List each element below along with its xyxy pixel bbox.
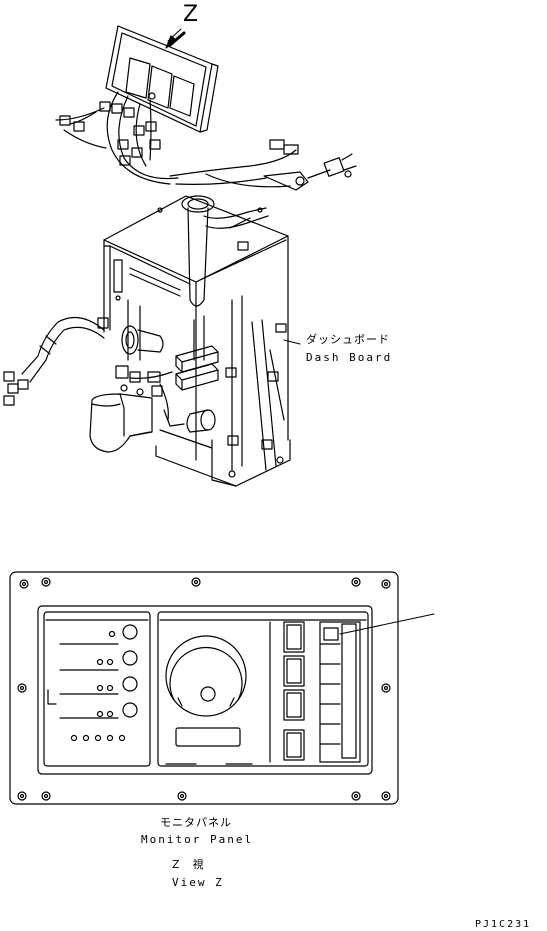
bar-indicators: [283, 621, 361, 763]
monitor-panel-label-en: Monitor Panel: [141, 833, 254, 846]
monitor-panel-oblique: [105, 25, 219, 133]
lamp-module: [43, 611, 151, 767]
dash-board-box: [103, 195, 291, 487]
monitor-harness: [55, 91, 297, 188]
view-z-arrow: [165, 28, 186, 49]
dash-board-label-en: Dash Board: [306, 351, 393, 364]
vertical-duct: [181, 195, 269, 361]
key-switch-branch: [263, 139, 357, 191]
blower-duct: [89, 365, 173, 453]
harness-connectors: [59, 101, 161, 166]
view-z-label-en: View Z: [172, 876, 224, 889]
dash-board-label-jp: ダッシュボード: [306, 333, 390, 346]
dash-board-assembly: [3, 25, 357, 487]
buzzer: [163, 409, 216, 433]
drawing-code: PJ1C231: [475, 919, 532, 930]
panel-leader: [339, 613, 435, 635]
grommet: [121, 325, 164, 355]
view-z-marker: Z: [183, 2, 199, 27]
gauge-module: [157, 611, 369, 767]
mounting-bolts: [17, 577, 391, 801]
dash-board-leader: [283, 339, 301, 345]
left-harness: [3, 316, 109, 406]
relays: [175, 345, 219, 391]
monitor-panel-view: [9, 571, 435, 805]
monitor-panel-label-jp: モニタパネル: [160, 816, 232, 829]
view-z-label-jp: Z 視: [172, 858, 205, 871]
